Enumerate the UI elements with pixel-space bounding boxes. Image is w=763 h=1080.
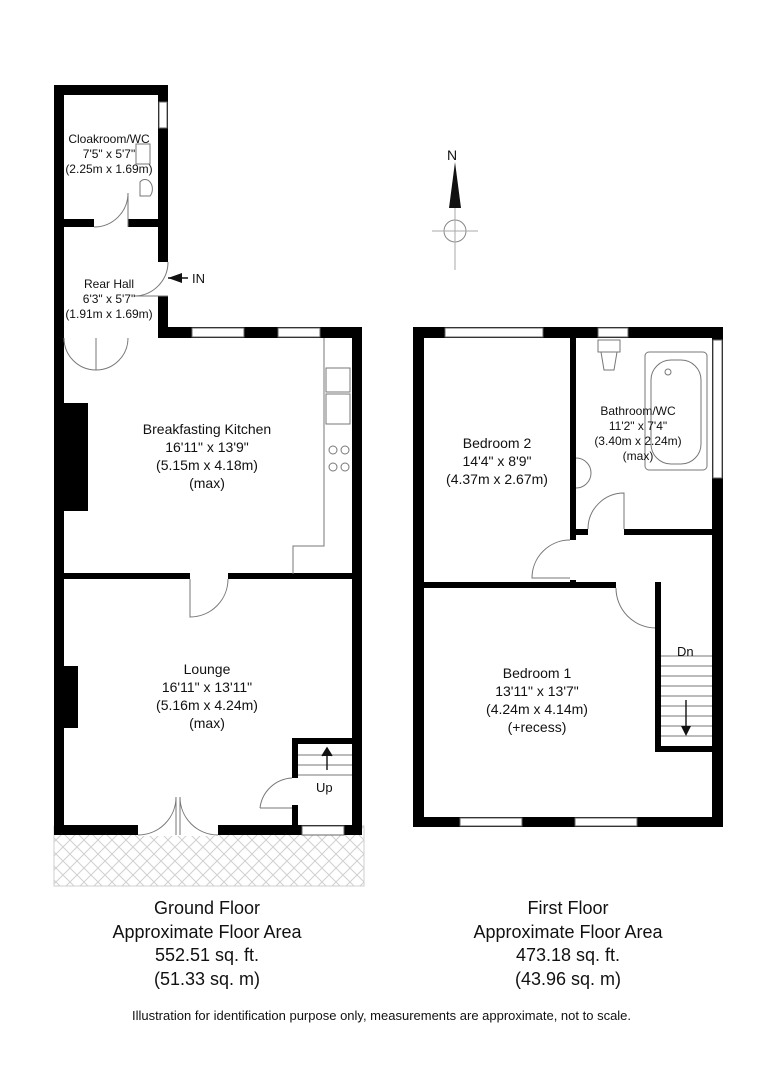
first-floor-title: First Floor xyxy=(527,898,609,918)
first-floor-area-label: Approximate Floor Area xyxy=(473,921,663,942)
svg-text:Breakfasting Kitchen: Breakfasting Kitchen xyxy=(143,421,271,437)
svg-text:13'11" x 13'7": 13'11" x 13'7" xyxy=(495,683,579,699)
lounge-label: Lounge 16'11" x 13'11" (5.16m x 4.24m) (… xyxy=(156,661,258,731)
svg-text:(max): (max) xyxy=(189,475,225,491)
bedroom-1-label: Bedroom 1 13'11" x 13'7" (4.24m x 4.14m)… xyxy=(486,665,588,735)
first-floor-area-sqft: 473.18 sq. ft. xyxy=(515,945,621,965)
ground-floor-plan: IN xyxy=(53,85,365,887)
window xyxy=(444,327,544,338)
svg-text:16'11" x 13'9": 16'11" x 13'9" xyxy=(165,439,249,455)
svg-text:(+recess): (+recess) xyxy=(508,719,567,735)
svg-text:7'5" x 5'7": 7'5" x 5'7" xyxy=(83,147,135,161)
north-compass: N xyxy=(432,147,478,270)
first-floor-plan xyxy=(413,327,723,827)
svg-text:Cloakroom/WC: Cloakroom/WC xyxy=(68,132,150,146)
svg-text:(5.15m x 4.18m): (5.15m x 4.18m) xyxy=(156,457,258,473)
svg-text:(5.16m x 4.24m): (5.16m x 4.24m) xyxy=(156,697,258,713)
window xyxy=(301,825,345,836)
ground-floor-area: Ground Floor Approximate Floor Area 552.… xyxy=(57,897,357,991)
svg-text:Bathroom/WC: Bathroom/WC xyxy=(600,404,676,418)
svg-text:Bedroom 2: Bedroom 2 xyxy=(463,435,532,451)
window xyxy=(277,327,321,338)
window xyxy=(712,339,723,479)
disclaimer-text: Illustration for identification purpose … xyxy=(131,1008,632,1023)
stairs-down-label: Dn xyxy=(677,644,694,659)
svg-text:(1.91m x 1.69m): (1.91m x 1.69m) xyxy=(65,307,152,321)
compass-north-label: N xyxy=(447,147,457,163)
svg-text:Rear Hall: Rear Hall xyxy=(84,277,134,291)
window xyxy=(459,817,523,827)
svg-text:(4.24m x 4.14m): (4.24m x 4.14m) xyxy=(486,701,588,717)
stairs-up-label: Up xyxy=(316,780,333,795)
window xyxy=(574,817,638,827)
svg-text:14'4" x 8'9": 14'4" x 8'9" xyxy=(463,453,532,469)
first-floor-area-sqm: (43.96 sq. m) xyxy=(514,968,622,989)
svg-text:11'2" x 7'4": 11'2" x 7'4" xyxy=(609,419,667,433)
bathroom-label: Bathroom/WC 11'2" x 7'4" (3.40m x 2.24m)… xyxy=(594,404,681,463)
svg-text:Lounge: Lounge xyxy=(184,661,231,677)
svg-text:(4.37m x 2.67m): (4.37m x 2.67m) xyxy=(446,471,548,487)
cloakroom-label: Cloakroom/WC 7'5" x 5'7" (2.25m x 1.69m) xyxy=(65,132,152,176)
kitchen-label: Breakfasting Kitchen 16'11" x 13'9" (5.1… xyxy=(143,421,271,491)
window xyxy=(597,327,629,338)
window xyxy=(158,101,168,129)
window xyxy=(191,327,245,338)
entrance-label: IN xyxy=(192,271,205,286)
ground-floor-area-label: Approximate Floor Area xyxy=(112,921,302,942)
ground-floor-area-sqm: (51.33 sq. m) xyxy=(153,968,261,989)
first-floor-area: First Floor Approximate Floor Area 473.1… xyxy=(418,897,718,991)
svg-text:(max): (max) xyxy=(189,715,225,731)
svg-text:16'11" x 13'11": 16'11" x 13'11" xyxy=(162,679,252,695)
rear-hall-label: Rear Hall 6'3" x 5'7" (1.91m x 1.69m) xyxy=(65,277,152,321)
ground-floor-title: Ground Floor xyxy=(153,898,261,918)
svg-text:6'3" x 5'7": 6'3" x 5'7" xyxy=(83,292,135,306)
svg-text:(2.25m x 1.69m): (2.25m x 1.69m) xyxy=(65,162,152,176)
svg-text:Bedroom 1: Bedroom 1 xyxy=(503,665,572,681)
svg-text:(3.40m x 2.24m): (3.40m x 2.24m) xyxy=(594,434,681,448)
bedroom-2-label: Bedroom 2 14'4" x 8'9" (4.37m x 2.67m) xyxy=(446,435,548,487)
svg-text:(max): (max) xyxy=(623,449,654,463)
ground-floor-area-sqft: 552.51 sq. ft. xyxy=(154,945,260,965)
